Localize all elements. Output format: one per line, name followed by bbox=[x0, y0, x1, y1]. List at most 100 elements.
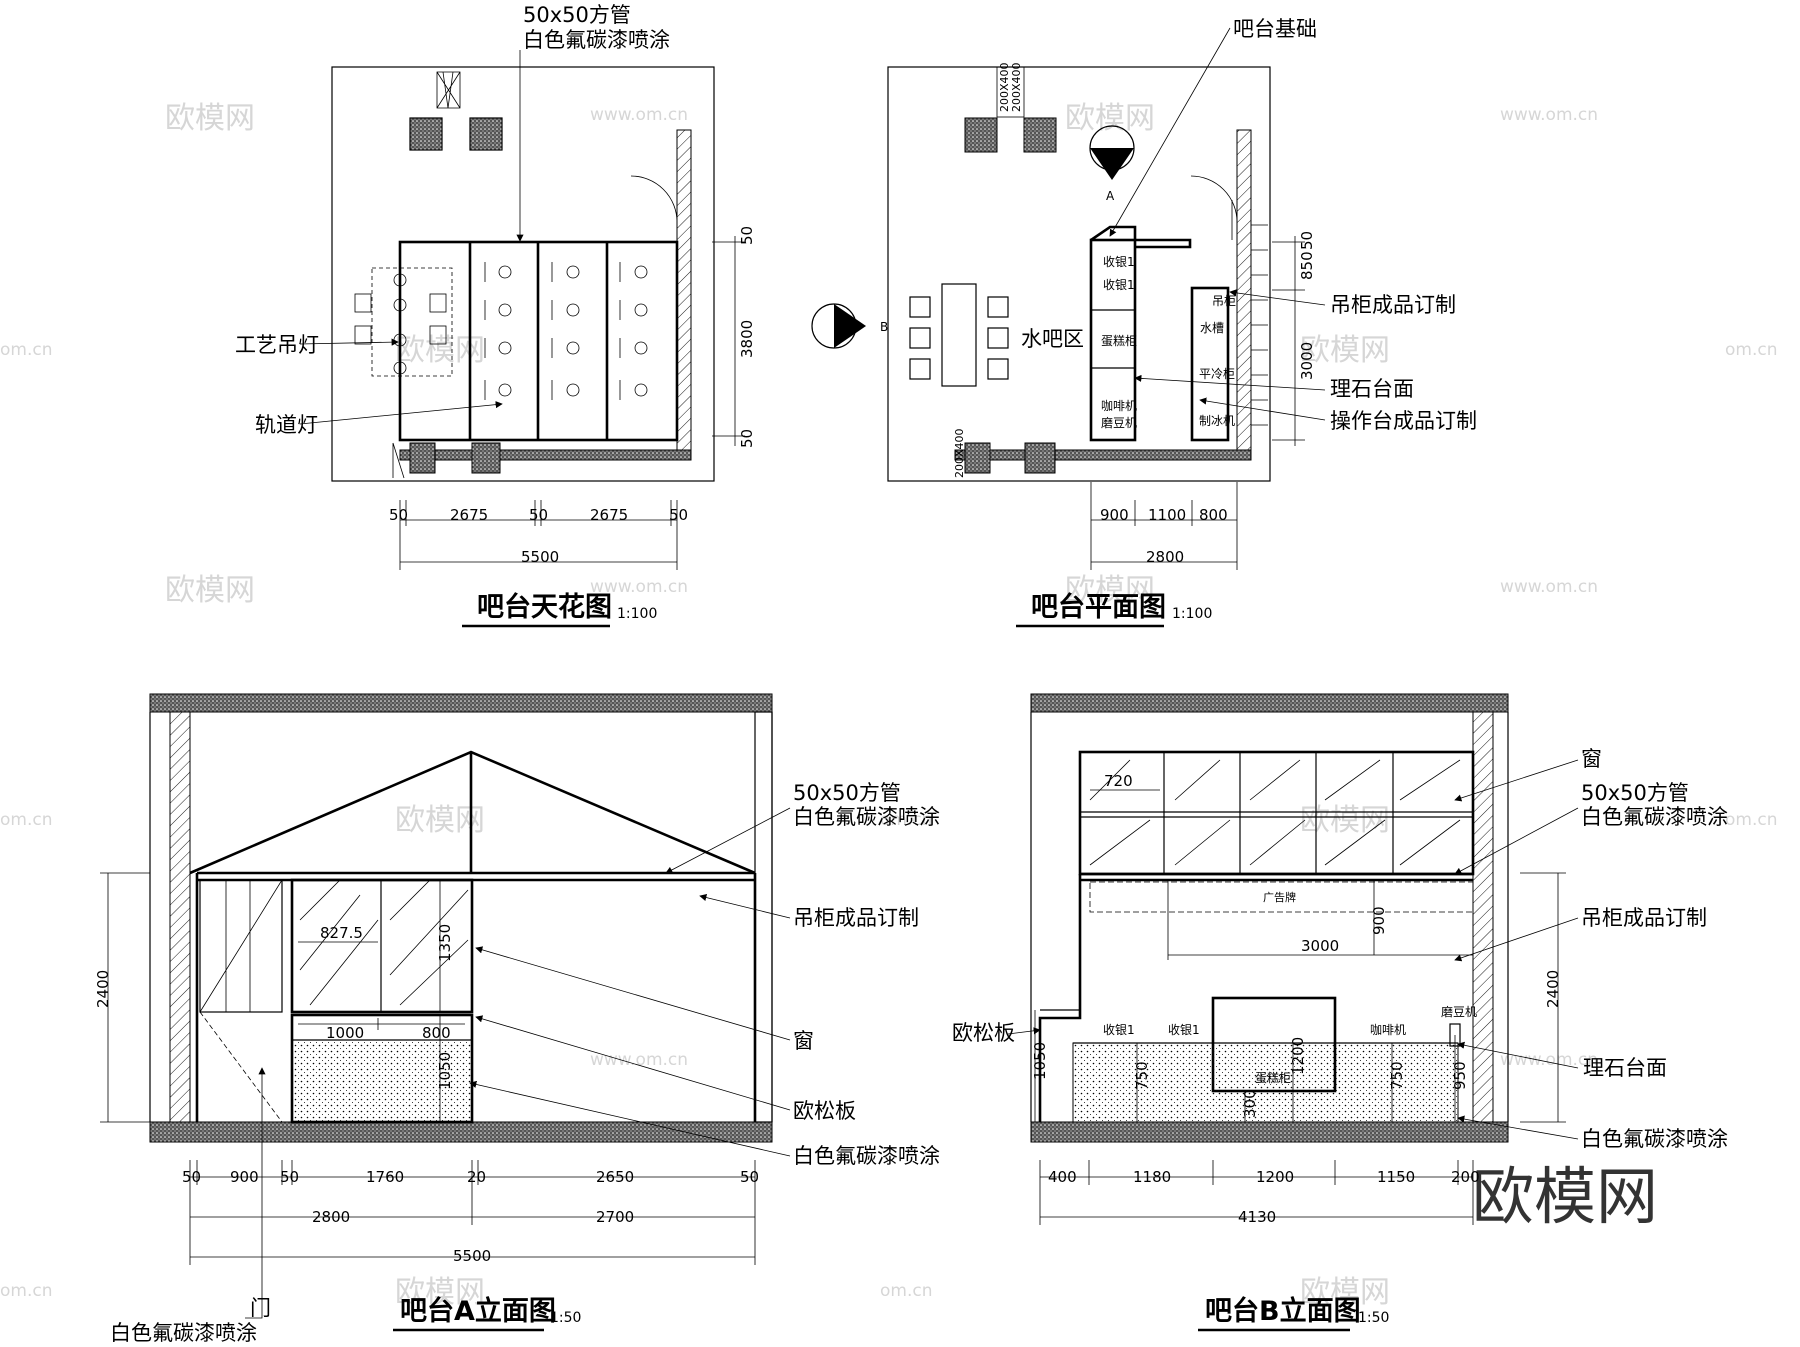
svg-text:1200: 1200 bbox=[1256, 1168, 1294, 1186]
elev-b-pipe-paint-label: 白色氟碳漆喷涂 bbox=[1581, 805, 1728, 829]
leader bbox=[1007, 1027, 1041, 1035]
plan-hang-cabinet: 吊柜 bbox=[1212, 294, 1236, 308]
track-light-leader bbox=[299, 401, 503, 425]
brand-logo-text: 欧模网 bbox=[1472, 1160, 1658, 1233]
plan-cashier: 收银1 bbox=[1103, 278, 1135, 292]
plan-bottom-wall bbox=[954, 449, 1252, 461]
ceiling-door-line bbox=[392, 442, 405, 479]
ceiling-bottom-wall bbox=[399, 449, 692, 461]
elev-b-right-wall bbox=[1472, 711, 1494, 1123]
svg-text:1050: 1050 bbox=[436, 1052, 454, 1090]
elev-a-window-label: 窗 bbox=[793, 1029, 814, 1053]
watermark-url: www.om.cn bbox=[590, 577, 688, 597]
elev-a-counter bbox=[290, 1013, 474, 1124]
plan-sink: 水槽 bbox=[1200, 321, 1224, 335]
floor-plan-scale: 1:100 bbox=[1172, 606, 1212, 622]
elevation-b-scale: 1:50 bbox=[1358, 1310, 1389, 1326]
leader bbox=[1457, 1041, 1579, 1069]
watermark-url: www.om.cn bbox=[1500, 1050, 1598, 1070]
leader bbox=[469, 1080, 791, 1157]
svg-text:50: 50 bbox=[182, 1168, 201, 1186]
section-mark-a: A bbox=[1089, 125, 1135, 203]
plan-dim: 1100 bbox=[1148, 506, 1186, 524]
plan-column-size: 200X400 bbox=[1010, 62, 1023, 112]
watermark-brand: 欧模网 bbox=[1300, 803, 1390, 838]
watermark-brand: 欧模网 bbox=[165, 101, 255, 136]
ceiling-dim: 50 bbox=[738, 429, 756, 448]
plan-column-size: 200X400 bbox=[953, 428, 966, 478]
elev-b-floor-slab bbox=[1030, 1121, 1509, 1143]
plan-right-wall bbox=[1236, 129, 1252, 451]
plan-ice-machine: 制冰机 bbox=[1199, 414, 1235, 428]
watermark-url: www.om.cn bbox=[590, 105, 688, 125]
watermark-brand: 欧模网 bbox=[395, 333, 485, 368]
svg-text:750: 750 bbox=[1388, 1061, 1406, 1090]
elev-a-door-paint-label: 白色氟碳漆喷涂 bbox=[110, 1321, 257, 1345]
elev-b-inner-dims: 1200 750 300 750 950 bbox=[1133, 1035, 1469, 1122]
svg-text:A: A bbox=[1106, 189, 1115, 203]
elev-b-grinder: 磨豆机 bbox=[1441, 1005, 1477, 1019]
svg-text:400: 400 bbox=[1048, 1168, 1077, 1186]
ceiling-sheet-frame bbox=[331, 66, 715, 482]
elev-a-hang-label: 吊柜成品订制 bbox=[793, 906, 919, 930]
elev-a-inner-dims: 827.5 1350 1000 800 1050 bbox=[298, 880, 465, 1122]
plan-dim: 850 bbox=[1298, 251, 1316, 280]
ceiling-dim: 50 bbox=[669, 506, 688, 524]
elev-b-dim: 3000 bbox=[1301, 937, 1339, 955]
svg-text:1150: 1150 bbox=[1377, 1168, 1415, 1186]
track-light-group bbox=[484, 262, 648, 400]
dining-table bbox=[909, 283, 1009, 387]
plan-fridge: 平冷柜 bbox=[1199, 367, 1235, 381]
svg-text:1350: 1350 bbox=[436, 924, 454, 962]
svg-text:200: 200 bbox=[1451, 1168, 1480, 1186]
plan-dim-total: 2800 bbox=[1146, 548, 1184, 566]
plan-hang-leader bbox=[1229, 289, 1326, 306]
elevation-a-title: 吧台A立面图 bbox=[400, 1295, 556, 1327]
ceiling-dim: 50 bbox=[738, 226, 756, 245]
ceiling-dim: 50 bbox=[529, 506, 548, 524]
leader bbox=[1454, 807, 1579, 875]
watermark-brand: 欧模网 bbox=[1065, 573, 1155, 608]
plan-op-leader bbox=[1199, 397, 1326, 421]
watermark-url: om.cn bbox=[1725, 810, 1778, 830]
elev-b-coffee: 咖啡机 bbox=[1370, 1022, 1406, 1037]
svg-text:20: 20 bbox=[467, 1168, 486, 1186]
leader bbox=[1457, 1115, 1579, 1140]
floor-plan-drawing: 200X400 200X400 200X400 A B 水吧区 bbox=[811, 17, 1477, 628]
svg-text:4130: 4130 bbox=[1238, 1208, 1276, 1226]
ceiling-column bbox=[471, 442, 501, 474]
elev-a-floor-slab bbox=[149, 1121, 773, 1143]
elev-b-paint-label: 白色氟碳漆喷涂 bbox=[1581, 1127, 1728, 1151]
ceiling-dim: 3800 bbox=[738, 320, 756, 358]
ceiling-pipe-label: 50x50方管 bbox=[523, 3, 631, 27]
elev-a-paint-label: 白色氟碳漆喷涂 bbox=[793, 1144, 940, 1168]
leader bbox=[1454, 759, 1579, 802]
watermark-url: www.om.cn bbox=[1500, 105, 1598, 125]
svg-text:300: 300 bbox=[1241, 1089, 1259, 1118]
watermark-brand: 欧模网 bbox=[1300, 333, 1390, 368]
svg-text:900: 900 bbox=[230, 1168, 259, 1186]
ceiling-dim: 2675 bbox=[590, 506, 628, 524]
elevation-a-scale: 1:50 bbox=[550, 1310, 581, 1326]
watermark-url: om.cn bbox=[0, 340, 53, 360]
svg-text:B: B bbox=[880, 320, 888, 334]
plan-dim: 800 bbox=[1199, 506, 1228, 524]
svg-text:5500: 5500 bbox=[453, 1247, 491, 1265]
plan-area-label: 水吧区 bbox=[1021, 327, 1084, 351]
svg-text:1760: 1760 bbox=[366, 1168, 404, 1186]
elev-b-ceiling-slab bbox=[1030, 693, 1509, 713]
plan-column bbox=[1023, 117, 1057, 153]
elev-b-dim: 720 bbox=[1104, 772, 1133, 790]
ceiling-dimensions: 50 2675 50 2675 50 5500 50 3800 50 bbox=[389, 226, 756, 570]
elev-b-osb-label: 欧松板 bbox=[952, 1021, 1015, 1045]
watermark-url: om.cn bbox=[0, 810, 53, 830]
plan-dim: 50 bbox=[1298, 231, 1316, 250]
svg-text:800: 800 bbox=[422, 1024, 451, 1042]
elev-b-counter: 收银1 收银1 蛋糕柜 咖啡机 磨豆机 bbox=[1038, 874, 1477, 1123]
elevation-a-drawing: 827.5 1350 1000 800 1050 2400 50x50方管 白色… bbox=[94, 693, 940, 1345]
plan-column bbox=[1024, 442, 1056, 474]
elev-a-pipe-paint-label: 白色氟碳漆喷涂 bbox=[793, 805, 940, 829]
section-mark-b: B bbox=[811, 303, 888, 349]
ceiling-dim: 2675 bbox=[450, 506, 488, 524]
ceiling-column bbox=[409, 442, 436, 474]
